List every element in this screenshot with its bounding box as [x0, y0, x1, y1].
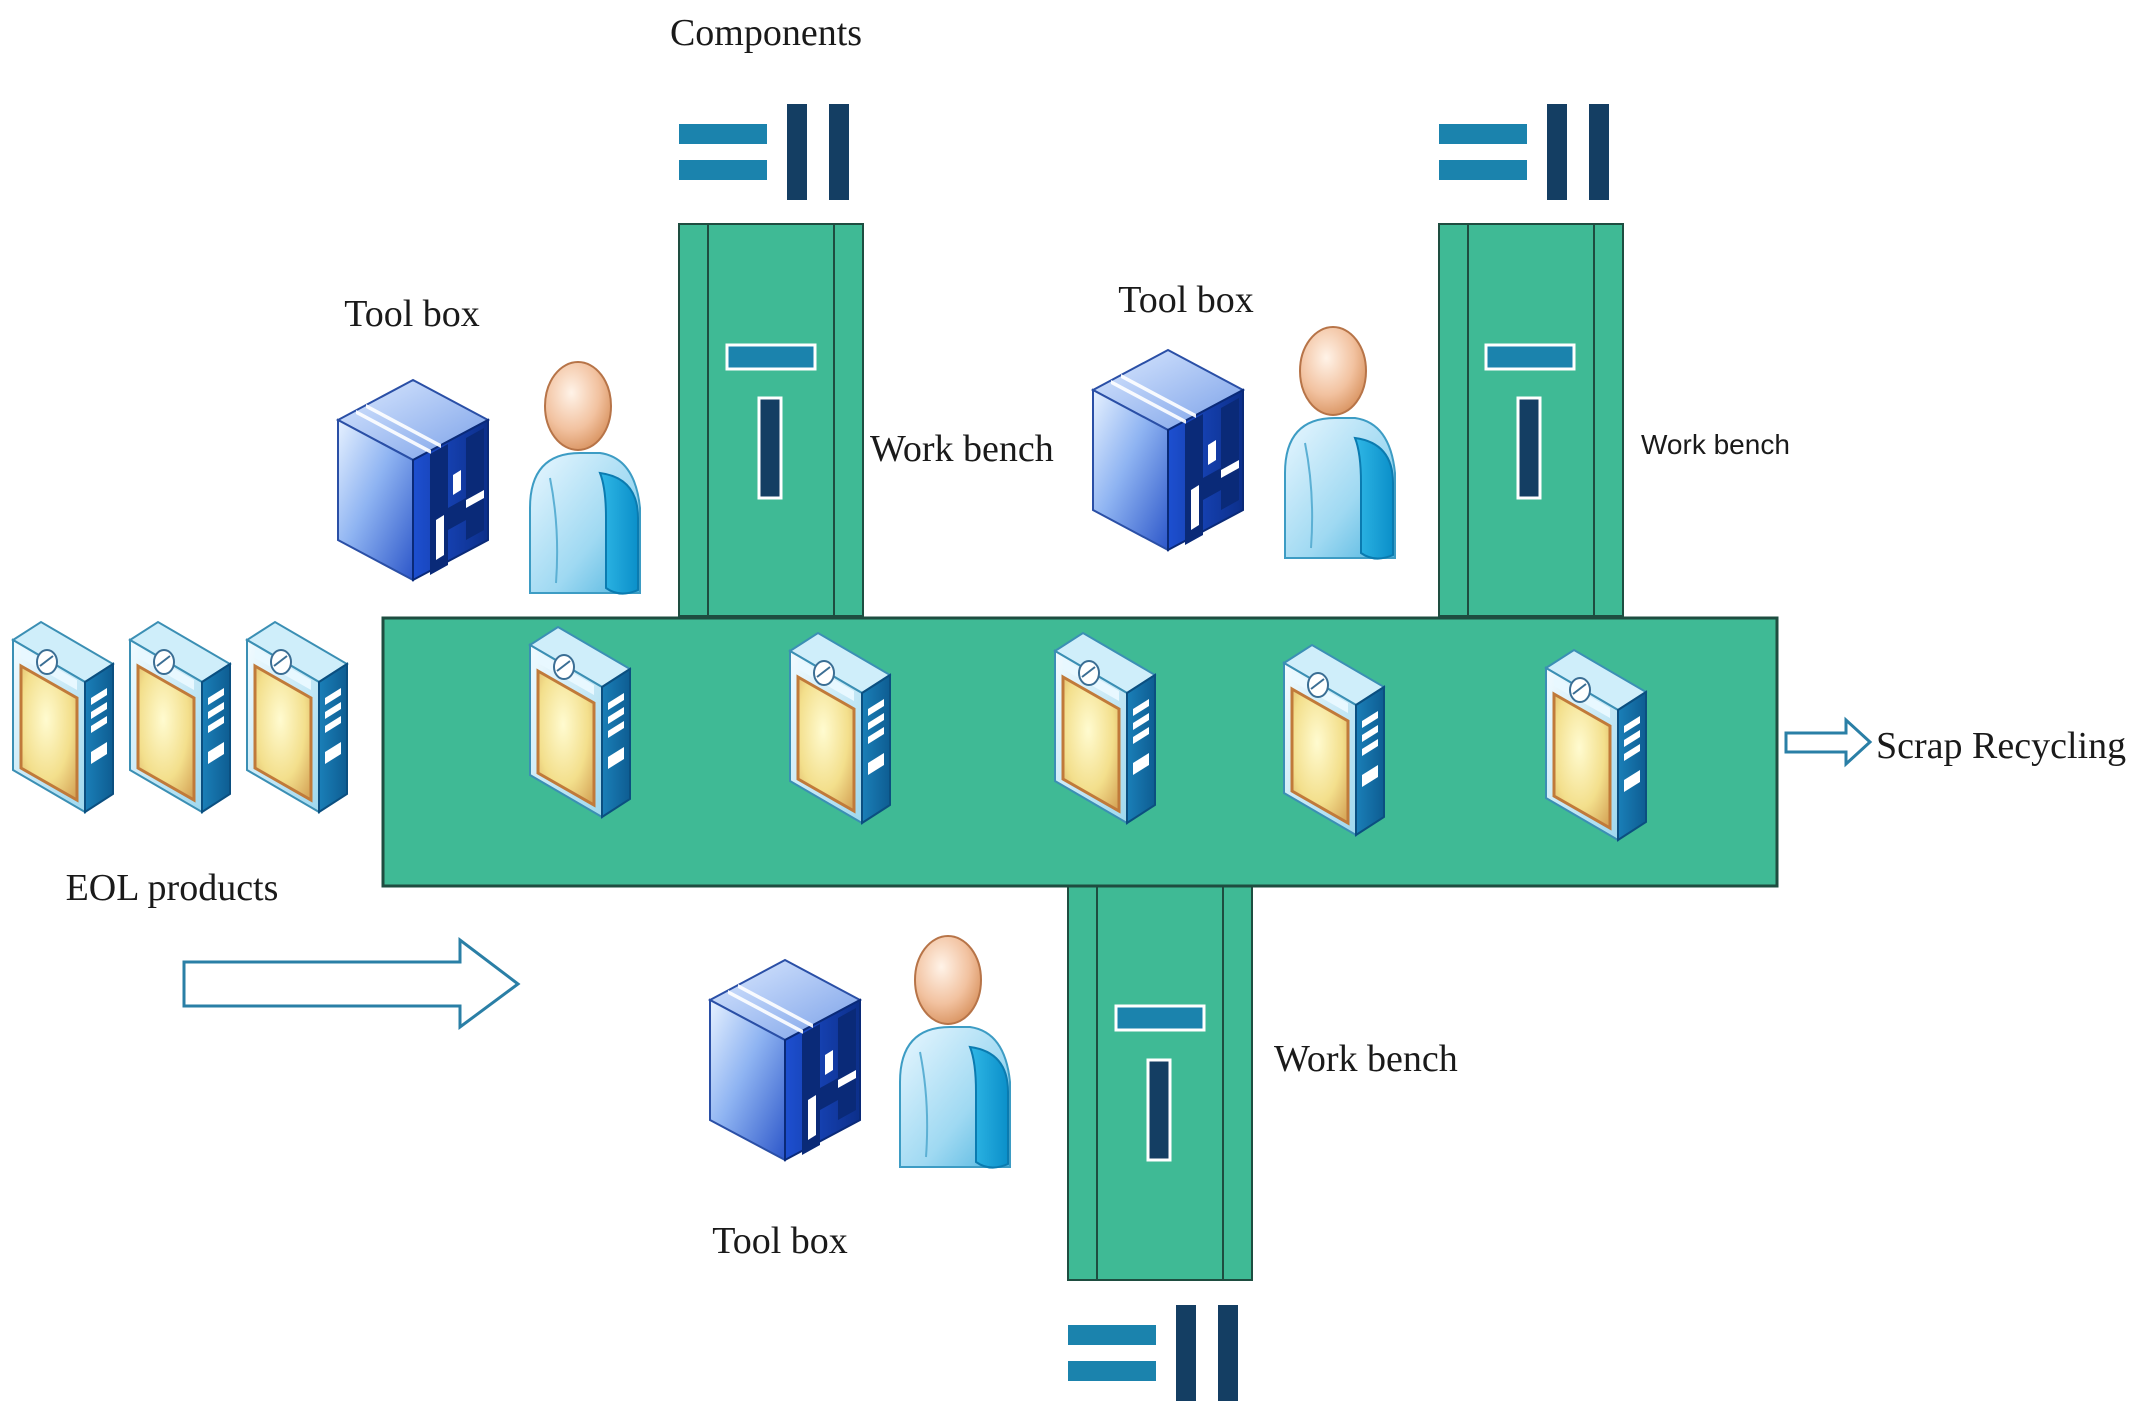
components-icon	[1068, 1305, 1238, 1401]
tool-box-label: Tool box	[344, 293, 480, 335]
flow-arrow-icon	[182, 936, 521, 1030]
flow-arrow-icon	[1784, 716, 1873, 768]
toolbox-icon	[1092, 349, 1244, 551]
eol-product-icon	[128, 620, 232, 814]
components-icon	[1439, 104, 1609, 200]
scrap-recycling-label: Scrap Recycling	[1876, 725, 2126, 767]
worker-icon	[529, 361, 641, 595]
components-icon	[679, 104, 849, 200]
eol-product-icon	[11, 620, 115, 814]
components-label: Components	[670, 12, 862, 54]
work-bench-label: Work bench	[1274, 1038, 1458, 1080]
toolbox-icon	[709, 959, 861, 1161]
eol-product-icon	[245, 620, 349, 814]
toolbox-icon	[337, 379, 489, 581]
eol-products-label: EOL products	[66, 867, 279, 909]
workstation-belt-2	[1438, 223, 1624, 617]
worker-icon	[1284, 326, 1396, 560]
workstation-belt-3	[1067, 885, 1253, 1281]
tool-box-label: Tool box	[712, 1220, 848, 1262]
work-bench-label: Work bench	[870, 428, 1054, 470]
work-bench-label: Work bench	[1641, 429, 1790, 460]
tool-box-label: Tool box	[1118, 279, 1254, 321]
worker-icon	[899, 935, 1011, 1169]
workstation-belt-1	[678, 223, 864, 617]
